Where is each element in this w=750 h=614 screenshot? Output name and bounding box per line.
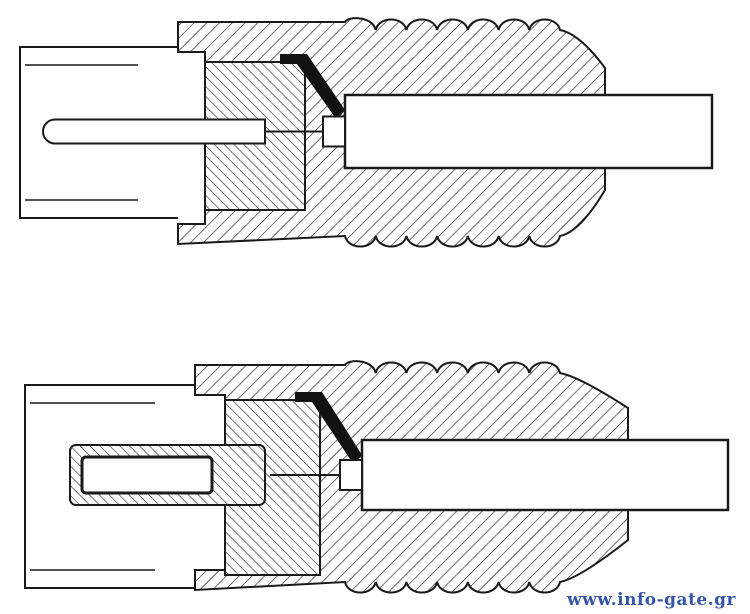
male-connector (19, 17, 714, 248)
outer-sleeve (19, 46, 178, 219)
cable-core-end (322, 115, 346, 148)
seal-ring (280, 54, 345, 120)
outer-sleeve (24, 384, 195, 589)
female-connector (24, 360, 730, 594)
center-pin (42, 118, 266, 145)
coax-cable (360, 438, 730, 512)
coax-cable (343, 93, 714, 170)
socket-bore (80, 455, 214, 495)
watermark-text: www.info-gate.gr (567, 590, 736, 610)
cable-core-end (339, 459, 363, 491)
seal-ring (295, 392, 362, 465)
